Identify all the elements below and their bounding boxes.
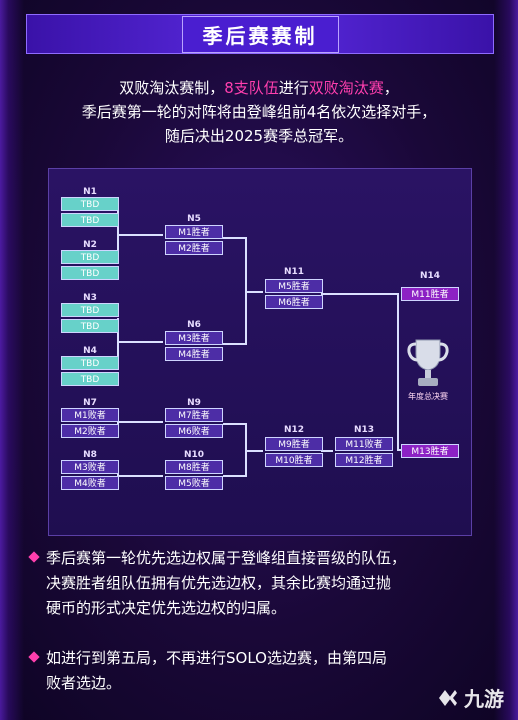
match-label: N3 [83,293,97,303]
team-slot: TBD [61,250,119,264]
bracket-line [117,411,119,435]
note-line: 败者选边。 [46,674,122,692]
match-label: N6 [187,320,201,330]
team-slot: TBD [61,197,119,211]
note-line: 硬币的形式决定优先选边权的归属。 [46,599,287,617]
team-slot: TBD [61,213,119,227]
match-label: N14 [419,271,441,281]
intro-line-1: 双败淘汰赛制，8支队伍进行双败淘汰赛， [20,76,498,100]
team-slot: M2胜者 [165,241,223,255]
bracket-line [117,341,163,343]
team-slot: TBD [61,372,119,386]
bracket-line [397,293,399,449]
note-line: 如进行到第五局，不再进行SOLO选边赛，由第四局 [46,649,387,667]
bracket-panel: N1 TBD TBD N2 TBD TBD N3 TBD TBD N4 TBD … [48,168,472,536]
team-slot: M5胜者 [265,279,323,293]
team-slot: TBD [61,356,119,370]
team-slot: M1败者 [61,408,119,422]
match-label: N1 [83,187,97,197]
bracket-line [117,211,119,263]
team-slot: TBD [61,319,119,333]
intro-line-2: 季后赛第一轮的对阵将由登峰组前4名依次选择对手， [81,103,437,121]
bracket-line [245,450,263,452]
page-title: 季后赛赛制 [181,15,339,53]
match-label: N5 [187,214,201,224]
intro-text-a: 双败淘汰赛制， [119,79,225,97]
team-slot: TBD [61,266,119,280]
note-1: 季后赛第一轮优先选边权属于登峰组直接晋级的队伍， 决赛胜者组队伍拥有优先选边权，… [28,546,486,621]
note-line: 季后赛第一轮优先选边权属于登峰组直接晋级的队伍， [46,549,407,567]
note-line: 决赛胜者组队伍拥有优先选边权，其余比赛均通过抛 [46,574,392,592]
bracket-line [223,423,247,425]
team-slot: M12胜者 [335,453,393,467]
match-label: N2 [83,240,97,250]
match-label: N4 [83,346,97,356]
bracket-line [117,234,163,236]
bracket-line [117,318,119,370]
match-label: N7 [83,398,97,408]
right-glow-frame [494,0,518,720]
bracket-line [321,450,333,452]
team-slot: M4败者 [61,476,119,490]
intro-highlight-teams: 8支队伍 [224,79,279,97]
team-slot: M6败者 [165,424,223,438]
logo-icon [439,689,457,706]
match-label: N11 [283,267,305,277]
team-slot: M10胜者 [265,453,323,467]
site-logo: 九游 [436,683,504,712]
bracket-line [223,343,245,345]
bracket-line [321,293,397,295]
title-banner: 季后赛赛制 [26,14,494,54]
match-label: N8 [83,450,97,460]
team-slot: M13胜者 [401,444,459,458]
team-slot: M6胜者 [265,295,323,309]
team-slot: M5败者 [165,476,223,490]
match-label: N10 [183,450,205,460]
intro-text-c: 进行 [278,79,309,97]
bracket-line [397,449,401,451]
team-slot: M2败者 [61,424,119,438]
team-slot: M8胜者 [165,460,223,474]
team-slot: TBD [61,303,119,317]
team-slot: M11胜者 [401,287,459,301]
intro-line-3: 随后决出2025赛季总冠军。 [164,127,354,145]
bracket-line [245,291,263,293]
left-glow-frame [0,0,24,720]
intro-text: 双败淘汰赛制，8支队伍进行双败淘汰赛， 季后赛第一轮的对阵将由登峰组前4名依次选… [20,76,498,148]
team-slot: M4胜者 [165,347,223,361]
logo-text: 九游 [464,687,504,711]
team-slot: M11败者 [335,437,393,451]
intro-highlight-format: 双败淘汰赛 [308,79,384,97]
intro-text-e: ， [383,79,399,97]
team-slot: M3败者 [61,460,119,474]
team-slot: M7胜者 [165,408,223,422]
bracket-line [117,475,163,477]
team-slot: M1胜者 [165,225,223,239]
bracket-line [223,475,247,477]
match-label: N12 [283,425,305,435]
trophy-icon [407,339,449,386]
match-label: N13 [353,425,375,435]
note-2: 如进行到第五局，不再进行SOLO选边赛，由第四局 败者选边。 [28,646,486,696]
bracket-line [117,421,163,423]
team-slot: M3胜者 [165,331,223,345]
trophy-label: 年度总决赛 [408,392,448,401]
team-slot: M9胜者 [265,437,323,451]
bracket-line [223,237,245,239]
match-label: N9 [187,398,201,408]
